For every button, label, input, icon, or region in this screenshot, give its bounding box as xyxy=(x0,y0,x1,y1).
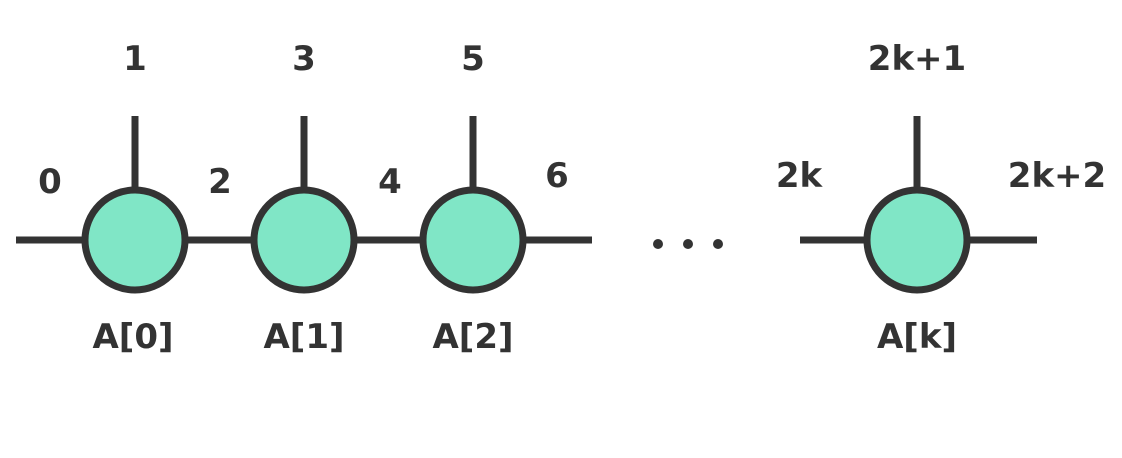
node-label-a0: A[0] xyxy=(92,317,173,357)
index-label-3: 3 xyxy=(292,39,316,79)
index-label-2k: 2k xyxy=(776,156,824,196)
node-a0 xyxy=(81,186,189,294)
ellipsis xyxy=(653,239,723,249)
ellipsis-dot xyxy=(713,239,723,249)
index-label-1: 1 xyxy=(123,39,147,79)
node-a2 xyxy=(419,186,527,294)
index-label-4: 4 xyxy=(378,162,402,202)
index-label-2k-plus-1: 2k+1 xyxy=(868,39,966,79)
node-label-a1: A[1] xyxy=(263,317,344,357)
node-a1 xyxy=(250,186,358,294)
index-label-0: 0 xyxy=(38,162,62,202)
ellipsis-dot xyxy=(683,239,693,249)
index-label-5: 5 xyxy=(461,39,485,79)
index-label-2: 2 xyxy=(208,162,232,202)
node-ak xyxy=(863,186,971,294)
node-label-ak: A[k] xyxy=(877,317,957,357)
index-label-6: 6 xyxy=(545,156,569,196)
ellipsis-dot xyxy=(653,239,663,249)
index-label-2k-plus-2: 2k+2 xyxy=(1008,156,1106,196)
node-label-a2: A[2] xyxy=(432,317,513,357)
